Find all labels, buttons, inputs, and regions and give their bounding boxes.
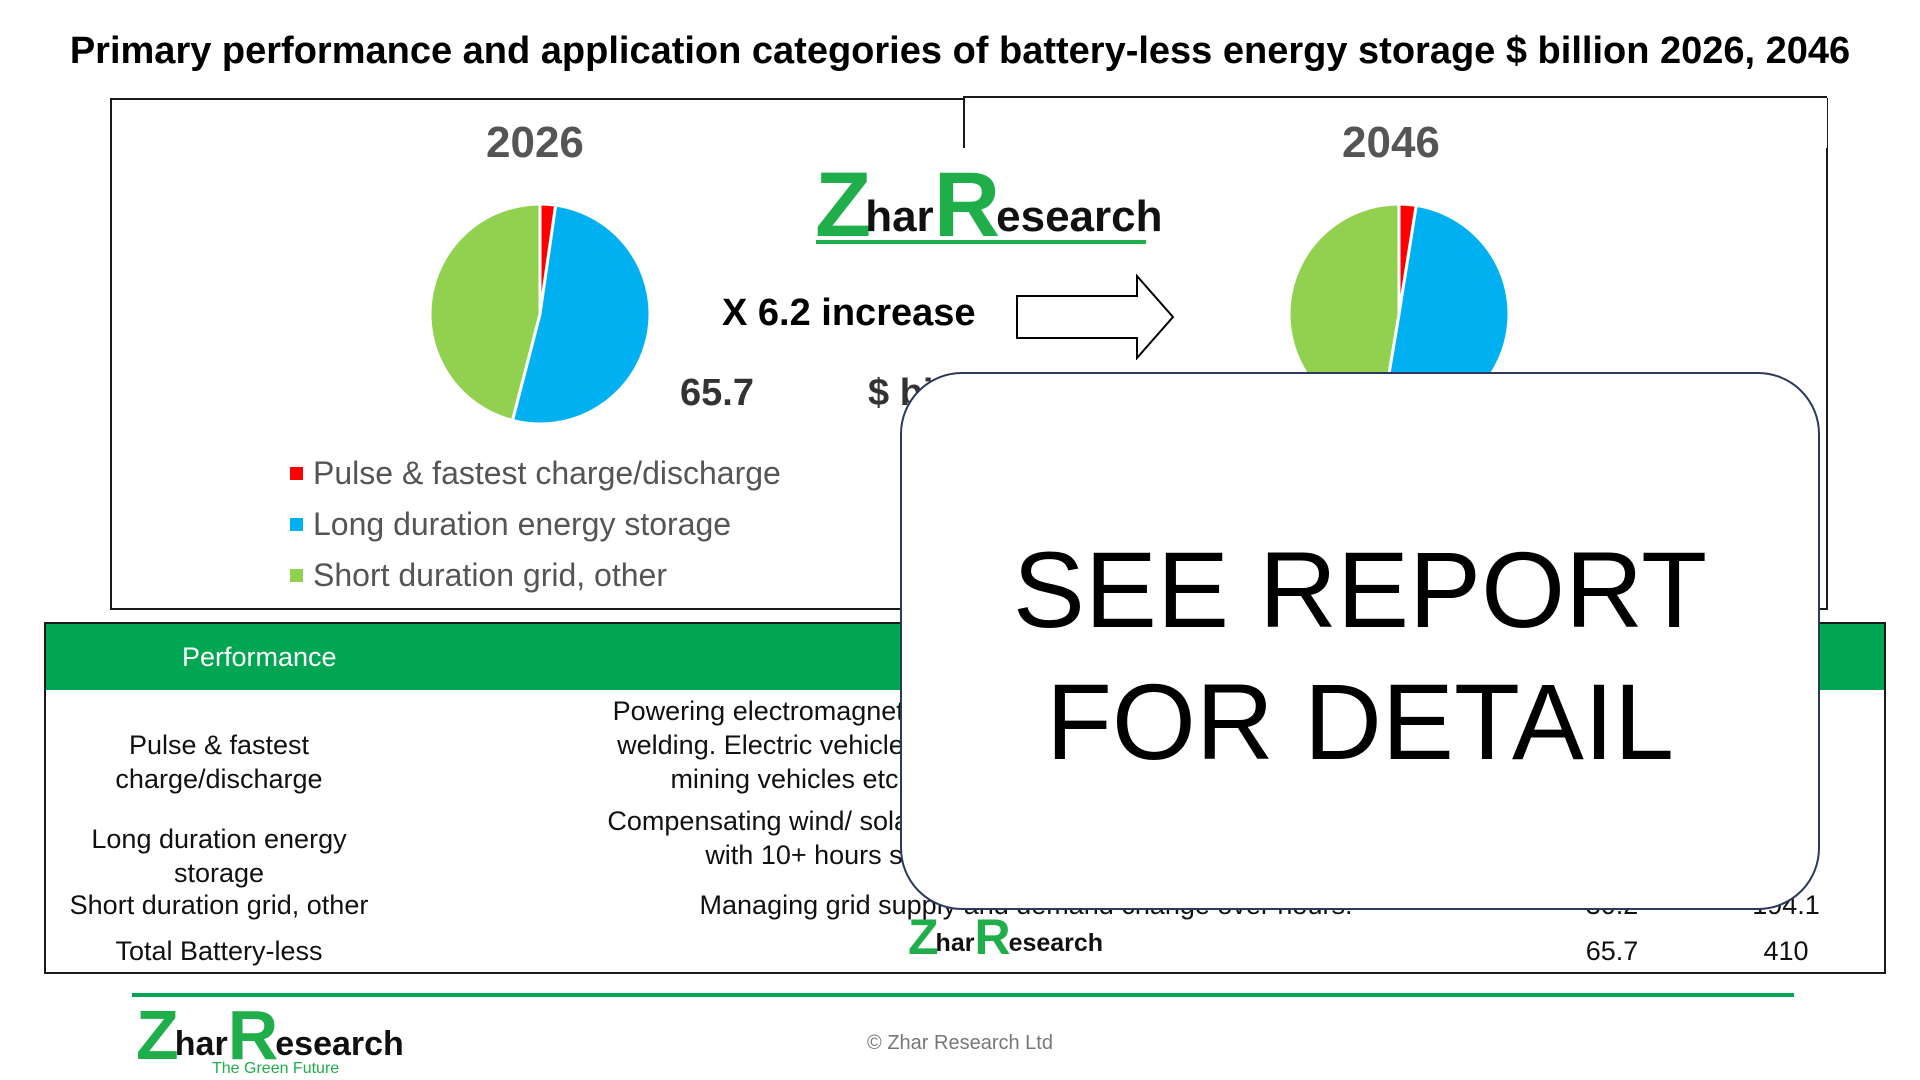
legend-item-long: Long duration energy storage bbox=[290, 499, 781, 550]
zhar-logo-footer: Z har R esearch bbox=[136, 996, 404, 1074]
pie-2026-title: 2026 bbox=[486, 118, 584, 167]
logo-tagline: The Green Future bbox=[212, 1060, 340, 1077]
page-title: Primary performance and application cate… bbox=[69, 30, 1851, 72]
row-4-performance: Total Battery-less bbox=[115, 936, 323, 966]
legend-swatch-blue bbox=[290, 518, 303, 531]
zhar-logo-center: Z har R esearch bbox=[815, 154, 1163, 256]
row-1-performance: Pulse & fastest charge/discharge bbox=[115, 730, 323, 794]
row-2-performance: Long duration energy storage bbox=[91, 824, 347, 888]
value-2026: 65.7 bbox=[680, 372, 754, 414]
see-report-overlay: SEE REPORT FOR DETAIL bbox=[900, 372, 1820, 910]
pie-slice-short-duration bbox=[428, 202, 542, 423]
logo-underline-center bbox=[816, 240, 1146, 244]
chart-legend: Pulse & fastest charge/discharge Long du… bbox=[290, 448, 781, 601]
pie-chart-2046 bbox=[1287, 202, 1511, 426]
legend-swatch-green bbox=[290, 569, 303, 582]
row-4-value-2026: 65.7 bbox=[1585, 936, 1639, 966]
zhar-logo-table: Z har R esearch bbox=[908, 909, 1104, 965]
pie-2046-title: 2046 bbox=[1342, 118, 1440, 167]
row-4-value-2046: 410 bbox=[1763, 936, 1809, 966]
footer-divider bbox=[132, 993, 1794, 997]
arrow-right-icon bbox=[1016, 274, 1175, 360]
overlay-line-2: FOR DETAIL bbox=[1045, 661, 1675, 782]
pie-slice-long-duration bbox=[510, 203, 652, 426]
row-3-performance: Short duration grid, other bbox=[69, 890, 369, 920]
increase-label: X 6.2 increase bbox=[722, 292, 976, 334]
pie-chart-2026 bbox=[428, 202, 652, 426]
legend-swatch-red bbox=[290, 467, 303, 480]
header-performance: Performance bbox=[182, 642, 337, 672]
chart-panel-notch bbox=[963, 96, 1827, 148]
copyright-text: © Zhar Research Ltd bbox=[867, 1032, 1053, 1054]
overlay-line-1: SEE REPORT bbox=[1012, 529, 1708, 650]
legend-item-short: Short duration grid, other bbox=[290, 550, 781, 601]
legend-item-pulse: Pulse & fastest charge/discharge bbox=[290, 448, 781, 499]
